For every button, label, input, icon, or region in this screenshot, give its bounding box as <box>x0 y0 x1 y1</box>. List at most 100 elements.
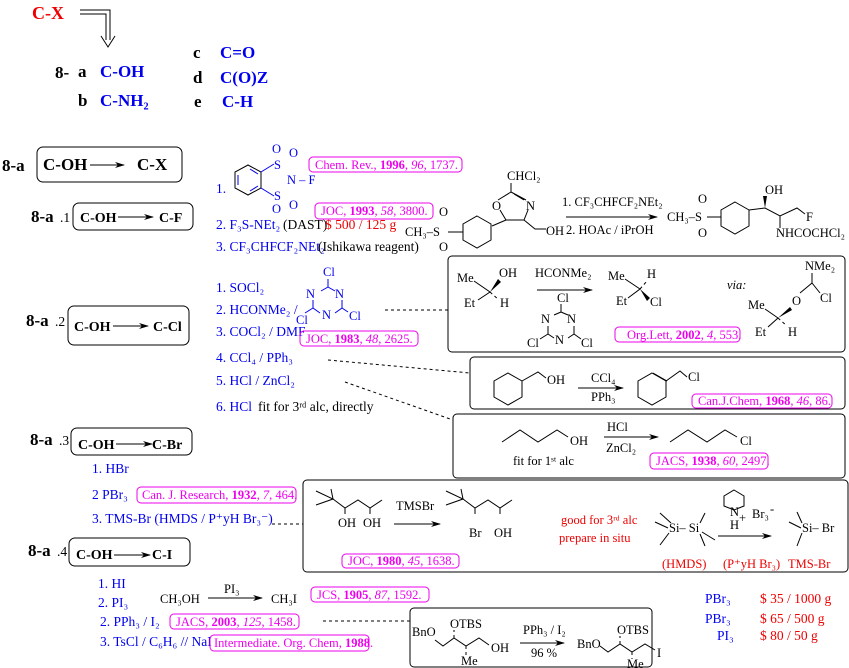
svg-text:Cl: Cl <box>296 313 308 327</box>
box-to: C-X <box>137 155 168 174</box>
price-list: PBr₃ $ 35 / 1000 g PBr₃ $ 65 / 500 g PI₃… <box>705 591 832 643</box>
svg-text:Me: Me <box>748 298 765 312</box>
reference-can-j-research-1932[interactable]: Can. J. Research, 1932, 7, 464. <box>136 486 297 504</box>
reference-joc-1993[interactable]: JOC, 1993, 58, 3800. <box>314 202 434 220</box>
svg-text:Org.Lett, 2002, 4, 553.: Org.Lett, 2002, 4, 553. <box>627 328 741 342</box>
svg-text:Intermediate. Org. Chem, 1988.: Intermediate. Org. Chem, 1988. <box>214 636 373 650</box>
svg-text:C-OH: C-OH <box>78 438 115 453</box>
svg-text:JACS, 2003, 125, 1458.: JACS, 2003, 125, 1458. <box>176 615 296 629</box>
svg-text:BnO: BnO <box>412 625 436 639</box>
svg-text:(DAST): (DAST) <box>283 217 327 232</box>
svg-text:8-a: 8-a <box>28 541 51 560</box>
svg-text:Cl: Cl <box>820 291 832 305</box>
svg-text:(Ishikawa reagent): (Ishikawa reagent) <box>318 239 419 254</box>
iodination-reagents: 1. HI 2. PI₃ 2. PPh₃ / I₂ 3. TsCl / C₆H₆… <box>98 576 297 649</box>
svg-text:S: S <box>274 189 281 203</box>
svg-text:I: I <box>657 646 661 660</box>
svg-text:Et: Et <box>464 296 476 310</box>
svg-text:2. HCONMe₂ /: 2. HCONMe₂ / <box>216 302 298 317</box>
svg-text:$ 80 / 50 g: $ 80 / 50 g <box>760 628 818 643</box>
reference-org-lett-2002[interactable]: Org.Lett, 2002, 4, 553. <box>614 326 741 343</box>
svg-text:OH: OH <box>363 516 381 530</box>
svg-text:OH: OH <box>499 266 517 280</box>
reference-jcs-1905[interactable]: JCS, 1905, 87, 1592. <box>310 586 430 603</box>
svg-text:1. HI: 1. HI <box>98 576 126 591</box>
svg-text:S: S <box>274 158 281 172</box>
svg-text:O: O <box>272 202 281 216</box>
svg-text:2. F₃S-NEt₂: 2. F₃S-NEt₂ <box>216 217 280 232</box>
reference-can-j-chem-1968[interactable]: Can.J.Chem, 1968, 46, 86. <box>691 393 833 409</box>
svg-text:Et: Et <box>755 325 767 339</box>
section-label-main: 8-a <box>2 156 25 175</box>
svg-text:C-Cl: C-Cl <box>153 320 182 335</box>
example-box-butanol: OH HCl ZnCl₂ Cl fit for 1ˢᵗ alc <box>452 413 846 479</box>
svg-text:+: + <box>739 511 746 525</box>
fluorination-reagents: 1. O O S N – F S O O 2. F₃S-NEt₂ (DAST) … <box>216 142 419 254</box>
svg-text:CH₃–S: CH₃–S <box>405 225 440 239</box>
svg-text:.2: .2 <box>55 314 65 329</box>
svg-text:3. CF₃CHFCF₂NEt₂: 3. CF₃CHFCF₂NEt₂ <box>216 239 325 254</box>
svg-text:PBr₃: PBr₃ <box>705 591 731 606</box>
svg-text:JOC, 1993, 58, 3800.: JOC, 1993, 58, 3800. <box>321 204 428 218</box>
svg-text:-: - <box>770 502 774 516</box>
section-i: 8-a.4 C-OH C-I <box>28 537 191 567</box>
svg-text:N – F: N – F <box>287 173 316 187</box>
svg-text:N: N <box>526 199 535 213</box>
svg-text:Me: Me <box>627 657 644 668</box>
svg-text:C-OH: C-OH <box>76 548 113 563</box>
svg-text:1. HBr: 1. HBr <box>92 461 129 476</box>
svg-text:2. PI₃: 2. PI₃ <box>98 595 129 610</box>
section-box-main <box>36 146 183 183</box>
svg-text:5. HCl / ZnCl₂: 5. HCl / ZnCl₂ <box>216 373 295 388</box>
svg-text:O: O <box>492 199 501 213</box>
reference-intermediate-org-chem-1988[interactable]: Intermediate. Org. Chem, 1988. <box>209 634 373 652</box>
svg-text:C-OH: C-OH <box>80 211 117 226</box>
svg-text:2. HOAc / iPrOH: 2. HOAc / iPrOH <box>566 223 654 237</box>
reference-jacs-2003[interactable]: JACS, 2003, 125, 1458. <box>169 613 300 630</box>
svg-text:prepare in situ: prepare in situ <box>559 531 631 545</box>
svg-text:Cl: Cl <box>323 265 335 279</box>
svg-text:Cl: Cl <box>581 336 593 350</box>
svg-text:good for 3ʳᵈ alc: good for 3ʳᵈ alc <box>561 513 638 527</box>
reference-chem-rev-1996[interactable]: Chem. Rev., 1996, 96, 1737. <box>308 156 463 173</box>
svg-text:3. TMS-Br (HMDS / P⁺yH Br₃⁻): 3. TMS-Br (HMDS / P⁺yH Br₃⁻) <box>92 511 273 526</box>
svg-text:OH: OH <box>570 434 588 448</box>
svg-text:Et: Et <box>616 294 628 308</box>
svg-text:CHCl₂: CHCl₂ <box>507 169 541 183</box>
reference-joc-1980[interactable]: JOC, 1980, 45, 1638. <box>341 553 460 569</box>
reference-jacs-1938[interactable]: JACS, 1938, 60, 2497. <box>649 452 770 470</box>
svg-text:(HMDS): (HMDS) <box>662 557 706 571</box>
svg-text:2 PBr₃: 2 PBr₃ <box>92 487 128 502</box>
target-group: C-X <box>32 3 64 23</box>
svg-text:3. COCl₂ / DMF: 3. COCl₂ / DMF <box>216 324 306 339</box>
svg-text:N: N <box>322 308 331 322</box>
svg-text:fit for 3ʳᵈ alc, directly: fit for 3ʳᵈ alc, directly <box>258 399 374 414</box>
svg-text:8-a: 8-a <box>30 430 53 449</box>
svg-text:Br: Br <box>469 526 482 540</box>
svg-text:Cl: Cl <box>650 295 662 309</box>
svg-text:Me: Me <box>608 269 625 283</box>
svg-text:CCl₄: CCl₄ <box>591 371 616 385</box>
svg-text:.1: .1 <box>60 210 70 225</box>
reference-joc-1983[interactable]: JOC, 1983, 48, 2625. <box>299 330 419 347</box>
letter-e: e <box>194 92 202 111</box>
svg-text:$ 65 / 500 g: $ 65 / 500 g <box>760 611 825 626</box>
svg-text:O: O <box>272 142 281 156</box>
svg-text:OH: OH <box>765 183 783 197</box>
svg-text:Me: Me <box>461 654 478 668</box>
svg-text:NHCOCHCl₂: NHCOCHCl₂ <box>776 226 845 240</box>
svg-text:PPh₃: PPh₃ <box>591 390 616 404</box>
chlorination-reagents: 1. SOCl₂ 2. HCONMe₂ / 3. COCl₂ / DMF 4. … <box>216 265 374 414</box>
svg-text:F: F <box>806 210 813 224</box>
svg-text:H: H <box>500 296 509 310</box>
retro-arrow <box>80 9 116 48</box>
svg-text:Can.J.Chem, 1968, 46, 86.: Can.J.Chem, 1968, 46, 86. <box>698 394 831 408</box>
svg-text:N: N <box>567 312 576 326</box>
svg-text:O: O <box>289 146 298 160</box>
svg-text:C-Br: C-Br <box>152 438 182 453</box>
svg-text:OH: OH <box>338 516 356 530</box>
svg-text:BnO: BnO <box>577 637 601 651</box>
svg-text:$ 35 / 1000 g: $ 35 / 1000 g <box>760 591 832 606</box>
svg-text:4. CCl₄ / PPh₃: 4. CCl₄ / PPh₃ <box>216 350 293 365</box>
svg-text:C-F: C-F <box>159 211 182 226</box>
